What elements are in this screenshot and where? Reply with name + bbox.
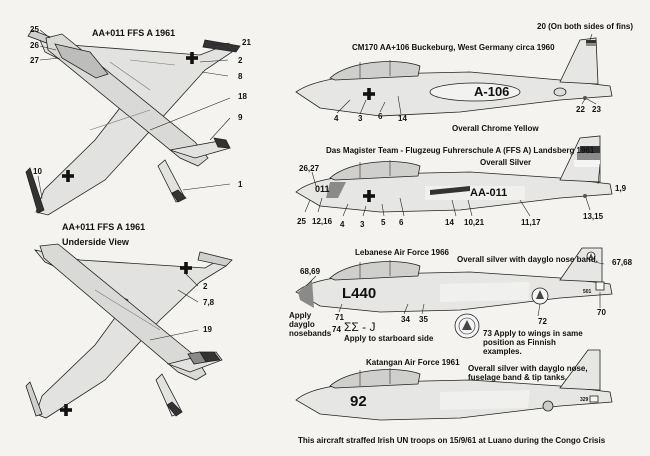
profile-2-nose-code: 011 — [315, 184, 330, 194]
lebanese-roundel-icon — [454, 313, 480, 339]
profile-3-callout-72: 72 — [538, 317, 547, 326]
callout-under-7-8: 7,8 — [203, 298, 215, 307]
profile-2-callout-3: 3 — [360, 220, 365, 229]
profile-2-leader-lines — [304, 163, 601, 217]
profile-2-callout-14: 14 — [445, 218, 454, 227]
profile-2-callout-4: 4 — [340, 220, 345, 229]
footer-note: This aircraft straffed Irish UN troops o… — [298, 436, 606, 445]
profile-3-callout-70: 70 — [597, 308, 606, 317]
profile-3-starboard-note: Apply to starboard side — [344, 334, 434, 343]
callout-25: 25 — [30, 25, 39, 34]
underside-view-title: AA+011 FFS A 1961 — [62, 222, 146, 232]
profile-2-callout-26-27: 26,27 — [299, 164, 320, 173]
profile-2-callout-1-9: 1,9 — [615, 184, 627, 193]
profile-2-finish: Overall Silver — [480, 158, 532, 167]
profile-4-code: 92 — [350, 393, 367, 410]
profile-2-code: AA-011 — [470, 187, 508, 199]
profile-2-aircraft — [295, 135, 613, 213]
profile-2-callout-6: 6 — [399, 218, 404, 227]
callout-1: 1 — [238, 180, 243, 189]
profile-3-callout-35: 35 — [419, 315, 428, 324]
callout-8: 8 — [238, 72, 243, 81]
callout-27: 27 — [30, 56, 39, 65]
profile-3-wing-note: 73 Apply to wings in same position as Fi… — [483, 329, 583, 356]
profile-4-title: Katangan Air Force 1961 — [366, 358, 460, 367]
callout-26: 26 — [30, 41, 39, 50]
callout-18: 18 — [238, 92, 247, 101]
underside-view-aircraft — [25, 243, 233, 419]
profile-1-fin-note: 20 (On both sides of fins) — [537, 22, 634, 31]
profile-3-title: Lebanese Air Force 1966 — [355, 248, 449, 257]
underside-leader-lines — [149, 271, 199, 341]
profile-1-finish: Overall Chrome Yellow — [452, 124, 539, 133]
profile-1-callout-3: 3 — [358, 114, 363, 123]
profile-3-leader-lines — [305, 261, 605, 317]
profile-3-callout-74: 74 — [332, 325, 341, 334]
profile-2-callout-11-17: 11,17 — [521, 218, 541, 227]
profile-2-callout-12-16: 12,16 — [312, 217, 333, 226]
profile-3-starboard-marking: ΣΣ - J — [344, 320, 376, 334]
profile-3-finish: Overall silver with dayglo nose band. — [457, 255, 598, 264]
profile-3-callout-34: 34 — [401, 315, 410, 324]
profile-1-leader-lines — [336, 33, 597, 115]
profile-2-callout-5: 5 — [381, 218, 386, 227]
callout-10: 10 — [33, 167, 42, 176]
underside-view-subtitle: Underside View — [62, 237, 129, 247]
profile-3-callout-67-68: 67,68 — [612, 258, 633, 267]
profile-2-callout-10-21: 10,21 — [464, 218, 485, 227]
profile-1-callout-6: 6 — [378, 112, 383, 121]
profile-2-callout-25: 25 — [297, 217, 306, 226]
profile-1-code: A-106 — [474, 84, 510, 99]
top-view-leader-lines — [37, 29, 231, 199]
top-view-title: AA+011 FFS A 1961 — [92, 28, 176, 38]
profile-3-fin-serial: 501 — [583, 289, 592, 295]
profile-3-callout-71: 71 — [335, 313, 344, 322]
callout-under-19: 19 — [203, 325, 212, 334]
profile-4-fin-serial: 329 — [580, 397, 589, 403]
top-view-aircraft — [25, 29, 241, 216]
callout-2: 2 — [238, 56, 243, 65]
profile-3-aircraft — [295, 247, 613, 313]
profile-1-callout-4: 4 — [334, 114, 339, 123]
profile-4-aircraft — [295, 349, 613, 421]
callout-21: 21 — [242, 38, 251, 47]
profile-2-callout-13-15: 13,15 — [583, 212, 604, 221]
profile-4-finish: Overall silver with dayglo nose, fuselag… — [468, 364, 588, 382]
profile-1-title: CM170 AA+106 Buckeburg, West Germany cir… — [352, 43, 555, 52]
callout-under-2: 2 — [203, 282, 208, 291]
profile-3-code: L440 — [342, 285, 377, 302]
profile-1-aircraft — [295, 37, 613, 117]
profile-1-callout-14: 14 — [398, 114, 407, 123]
profile-2-title: Das Magister Team - Flugzeug Fuhrerschul… — [326, 146, 595, 155]
profile-1-callout-22: 22 — [576, 105, 585, 114]
callout-9: 9 — [238, 113, 243, 122]
profile-3-callout-68-69: 68,69 — [300, 267, 321, 276]
profile-1-callout-23: 23 — [592, 105, 601, 114]
profile-3-nose-note: Apply dayglo nosebands — [289, 311, 332, 338]
